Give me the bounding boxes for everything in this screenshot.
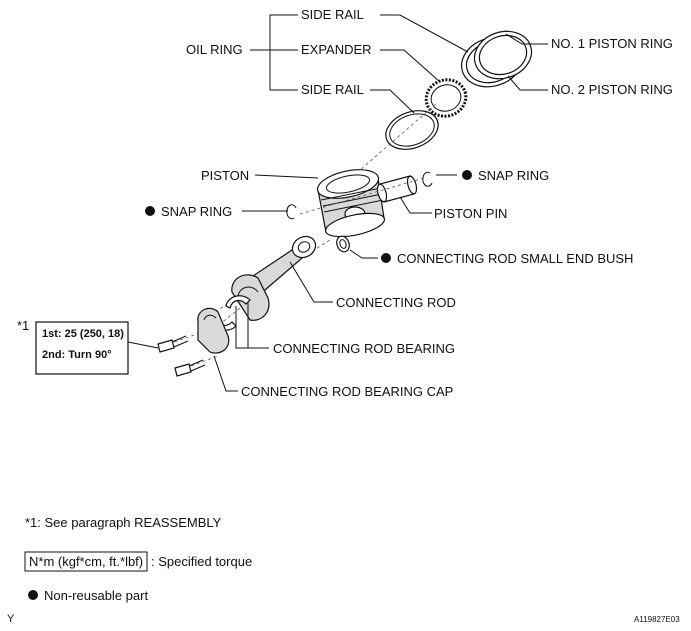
legend-torque-unit: N*m (kgf*cm, ft.*lbf) [29,554,143,569]
small-end-bush-label: CONNECTING ROD SMALL END BUSH [397,251,633,266]
piston-drawing [316,169,386,238]
non-reusable-mark-icon [145,206,155,216]
no1-piston-ring-label: NO. 1 PISTON RING [551,36,673,51]
side-rail-bottom-label: SIDE RAIL [301,82,364,97]
non-reusable-mark-icon [28,590,38,600]
non-reusable-mark-icon [381,253,391,263]
cap-bolt-lower-drawing [174,359,206,377]
torque-spec-line1: 1st: 25 (250, 18) [42,328,124,340]
rod-bearing-label: CONNECTING ROD BEARING [273,341,455,356]
legend-nonreusable: Non-reusable part [44,588,148,603]
connecting-rod-label: CONNECTING ROD [336,295,456,310]
connecting-rod-bearing-cap-drawing [197,307,230,354]
legend-torque-box [24,551,148,572]
snap-ring-right-drawing [422,171,433,187]
rod-bearing-cap-label: CONNECTING ROD BEARING CAP [241,384,453,399]
piston-label: PISTON [201,168,249,183]
expander-label: EXPANDER [301,42,372,57]
side-rail-drawing [385,110,439,150]
snap-ring-left-drawing [286,204,297,220]
corner-mark: Y [7,613,15,625]
connecting-rod-drawing [231,235,317,321]
piston-pin-drawing [376,175,418,203]
torque-spec-box [35,321,129,375]
non-reusable-mark-icon [462,170,472,180]
no1-piston-ring-drawing [473,30,533,80]
small-end-bush-drawing [336,235,350,253]
oil-ring-label: OIL RING [186,42,243,57]
no2-piston-ring-label: NO. 2 PISTON RING [551,82,673,97]
figure-id: A119827E03 [634,615,680,624]
legend-note: *1: See paragraph REASSEMBLY [25,515,222,530]
cap-bolt-upper-drawing [157,335,189,353]
legend-torque-desc: : Specified torque [151,554,252,569]
torque-ref-mark: *1 [17,318,29,333]
torque-spec-line2: 2nd: Turn 90° [42,349,112,361]
snap-ring-right-label: SNAP RING [478,168,549,183]
snap-ring-left-label: SNAP RING [161,204,232,219]
side-rail-top-label: SIDE RAIL [301,7,364,22]
piston-pin-label: PISTON PIN [434,206,507,221]
